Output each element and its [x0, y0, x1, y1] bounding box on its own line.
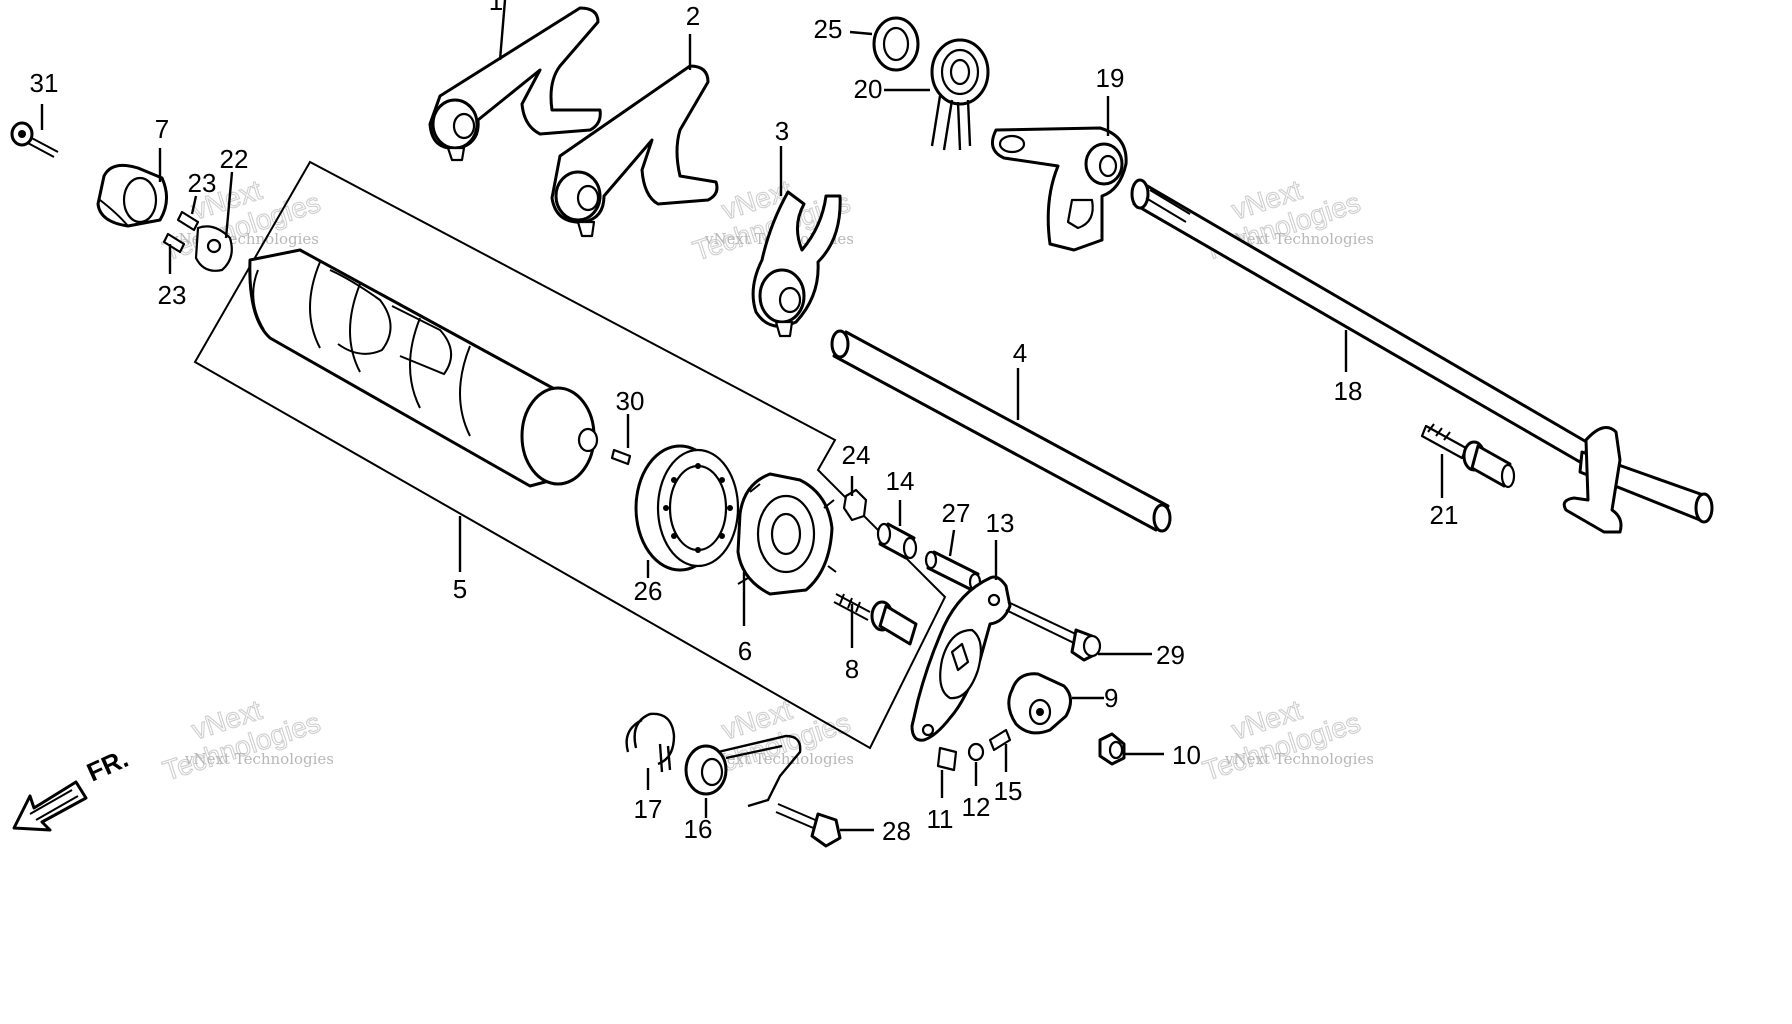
collar-part-12	[967, 742, 985, 762]
nut-part-24	[842, 488, 868, 522]
part-label-26: 26	[634, 576, 663, 606]
shift-drum-part-5	[248, 248, 599, 488]
pin-part-23a	[176, 210, 200, 232]
watermarks: vNext Technologies vNext Technologies vN…	[159, 174, 1374, 788]
bolt-part-8	[833, 593, 918, 646]
fork-shaft-part-4	[830, 329, 1172, 533]
part-label-3: 3	[775, 116, 789, 146]
washer-part-25	[872, 16, 920, 72]
part-label-24: 24	[842, 440, 871, 470]
front-direction-label: FR.	[82, 743, 132, 787]
shift-fork-part-3	[751, 190, 842, 338]
part-label-20: 20	[854, 74, 883, 104]
stud-part-21	[1420, 423, 1516, 489]
pin-plate-part-22	[194, 225, 233, 272]
shift-fork-part-1	[428, 6, 602, 162]
bearing-part-26	[634, 444, 740, 572]
part-label-14: 14	[886, 466, 915, 496]
dowel-part-27	[924, 550, 982, 592]
part-label-16: 16	[684, 814, 713, 844]
watermark: vNext Technologies	[1199, 694, 1365, 788]
part-label-4: 4	[1013, 338, 1027, 368]
part-label-19: 19	[1096, 63, 1125, 93]
key-part-11	[936, 746, 958, 772]
part-label-17: 17	[634, 794, 663, 824]
nut-part-10	[1098, 732, 1126, 766]
shift-fork-part-2	[550, 64, 719, 238]
bolt-part-28	[775, 803, 842, 848]
collar-part-14	[876, 522, 918, 560]
part-label-25: 25	[814, 14, 843, 44]
watermark-small: vNext Technologies	[184, 750, 334, 768]
collar-part-16	[684, 734, 802, 808]
part-label-22: 22	[220, 144, 249, 174]
part-label-23a: 23	[188, 168, 217, 198]
watermark: vNext Technologies	[159, 694, 325, 788]
spring-part-17	[625, 712, 676, 773]
watermark-small: vNext Technologies	[169, 230, 319, 248]
stopper-arm-part-9	[1007, 672, 1072, 735]
part-label-21: 21	[1430, 500, 1459, 530]
drum-assembly-outline	[193, 160, 947, 750]
pin-part-23b	[162, 232, 186, 254]
part-label-5: 5	[453, 574, 467, 604]
part-label-8: 8	[845, 654, 859, 684]
pin-part-30	[610, 448, 632, 466]
gearshift-arm-part-19	[990, 126, 1128, 252]
part-label-31: 31	[30, 68, 59, 98]
part-label-18: 18	[1334, 376, 1363, 406]
part-label-6: 6	[738, 636, 752, 666]
watermark-small: vNext Technologies	[1224, 230, 1374, 248]
part-label-7: 7	[155, 114, 169, 144]
bolt-part-15	[988, 728, 1012, 752]
stopper-plate-part-13	[910, 575, 1012, 742]
part-label-12: 12	[962, 792, 991, 822]
part-label-10: 10	[1172, 740, 1201, 770]
part-label-11: 11	[927, 804, 954, 834]
part-label-13: 13	[986, 508, 1015, 538]
bolt-part-31	[10, 121, 59, 158]
leader-lines	[40, 0, 1444, 832]
part-label-15: 15	[994, 776, 1023, 806]
part-label-23b: 23	[158, 280, 187, 310]
part-labels: 1 2 3 4 5 6 7 8 9 10 11 12 13 14 15 16 1…	[30, 0, 1459, 846]
cap-part-7	[96, 163, 168, 228]
part-label-1: 1	[489, 0, 503, 16]
bolt-part-29	[1005, 601, 1102, 662]
drum-center-part-6	[736, 472, 837, 596]
gearshift-spindle-part-18	[1130, 178, 1714, 534]
part-label-9: 9	[1104, 683, 1118, 713]
part-label-30: 30	[616, 386, 645, 416]
front-direction-arrow-icon	[12, 780, 88, 832]
part-label-27: 27	[942, 498, 971, 528]
part-label-2: 2	[686, 1, 700, 31]
part-label-28: 28	[882, 816, 911, 846]
part-label-29: 29	[1156, 640, 1185, 670]
watermark-small: vNext Technologies	[1224, 750, 1374, 768]
spring-part-20	[930, 38, 990, 151]
